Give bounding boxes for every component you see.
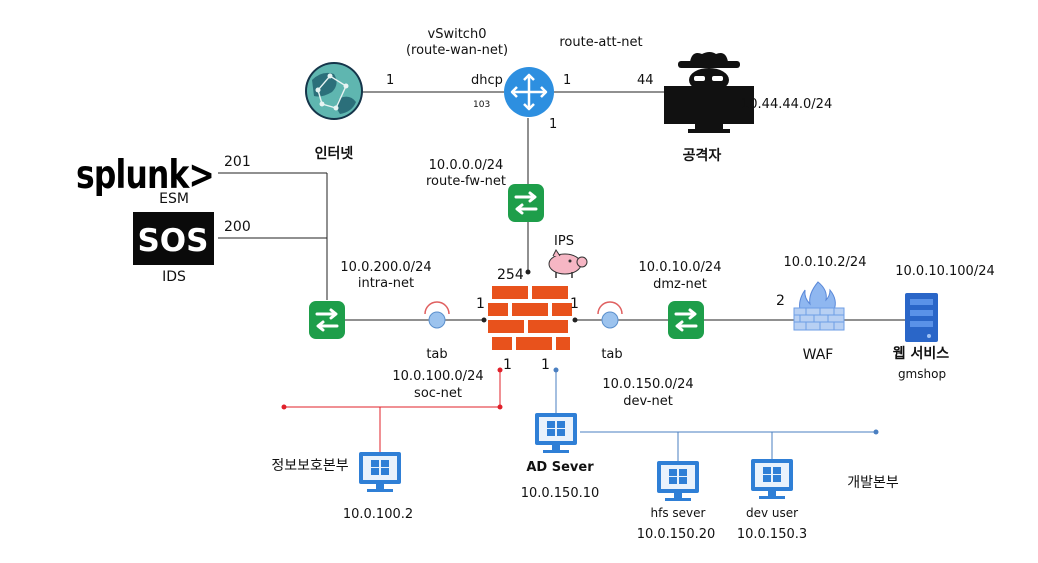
waf-label: WAF: [803, 347, 834, 363]
ips-pig-icon: [548, 249, 588, 278]
intra-net-ip: 10.0.200.0/24: [340, 260, 431, 275]
route-fw-net-name: route-fw-net: [426, 174, 506, 189]
firewall-right-port: 1: [570, 296, 579, 312]
route-att-net-label: route-att-net: [559, 35, 642, 50]
tab-right-icon: [597, 301, 623, 329]
labels: vSwitch0 (route-wan-net) route-att-net d…: [159, 27, 995, 542]
dev-user-label: dev user: [746, 506, 798, 520]
internet-globe-icon: [305, 62, 363, 120]
firewall-icon: [488, 286, 572, 350]
web-service-sub: gmshop: [898, 367, 946, 381]
dev-net-ip: 10.0.150.0/24: [602, 377, 693, 392]
dmz-switch-icon: [666, 299, 706, 341]
info-security-pc-icon: [359, 452, 401, 492]
vswitch-net: (route-wan-net): [406, 43, 508, 58]
ips-label: IPS: [554, 234, 574, 249]
waf-icon: [793, 281, 845, 331]
attacker-port: 44: [637, 73, 654, 88]
soc-net-name: soc-net: [414, 386, 462, 401]
dmz-net-ip: 10.0.10.0/24: [639, 260, 722, 275]
info-security-dept-label: 정보보호본부: [271, 458, 348, 474]
attacker-icon: [664, 52, 754, 133]
ids-port: 200: [224, 219, 251, 235]
router-right-port: 1: [563, 73, 571, 88]
firewall-bottom-right-port: 1: [541, 357, 550, 373]
dev-user-pc-icon: [751, 459, 793, 499]
dhcp-label: dhcp: [471, 73, 503, 88]
tab-right-label: tab: [601, 347, 622, 362]
web-service-label: 웹 서비스: [893, 346, 950, 362]
web-server-icon: [905, 293, 938, 342]
intra-switch-icon: [307, 299, 347, 341]
attacker-net: 10.44.44.0/24: [741, 97, 832, 112]
tab-left-label: tab: [426, 347, 447, 362]
soc-net-ip: 10.0.100.0/24: [392, 369, 483, 384]
intra-net-name: intra-net: [358, 276, 414, 291]
links: [218, 91, 905, 462]
svg-text:SOS: SOS: [137, 223, 208, 259]
router-icon: [504, 67, 554, 117]
esm-label: ESM: [159, 191, 189, 207]
dev-user-ip: 10.0.150.3: [737, 527, 807, 542]
ids-logo: SOS: [133, 212, 214, 265]
hfs-server-ip: 10.0.150.20: [637, 527, 716, 542]
dmz-net-name: dmz-net: [653, 277, 707, 292]
attacker-label: 공격자: [683, 147, 722, 164]
splunk-logo: splunk>: [76, 153, 215, 198]
firewall-top-port: 254: [497, 267, 524, 283]
internet-label: 인터넷: [315, 145, 354, 162]
info-security-pc-ip: 10.0.100.2: [343, 507, 413, 522]
ad-server-label: AD Sever: [526, 460, 594, 475]
svg-text:splunk>: splunk>: [76, 153, 214, 198]
route-fw-net-ip: 10.0.0.0/24: [429, 158, 504, 173]
dev-net-name: dev-net: [623, 394, 673, 409]
vswitch-name: vSwitch0: [428, 27, 487, 42]
ad-server-pc-icon: [535, 413, 577, 453]
waf-port: 2: [776, 293, 785, 309]
hfs-server-pc-icon: [657, 461, 699, 501]
firewall-bottom-left-port: 1: [503, 357, 512, 373]
waf-ip: 10.0.10.2/24: [784, 255, 867, 270]
route-fw-switch-icon: [506, 182, 546, 224]
tab-left-icon: [424, 301, 450, 329]
hfs-server-label: hfs sever: [651, 506, 706, 520]
esm-port: 201: [224, 154, 251, 170]
router-down-port: 1: [549, 117, 557, 132]
ids-label: IDS: [162, 269, 186, 285]
ad-server-ip: 10.0.150.10: [521, 486, 600, 501]
dev-dept-label: 개발본부: [847, 475, 899, 491]
router-port-small: 103: [473, 100, 490, 110]
firewall-left-port: 1: [476, 296, 485, 312]
web-server-ip: 10.0.10.100/24: [895, 264, 995, 279]
internet-port: 1: [386, 73, 394, 88]
